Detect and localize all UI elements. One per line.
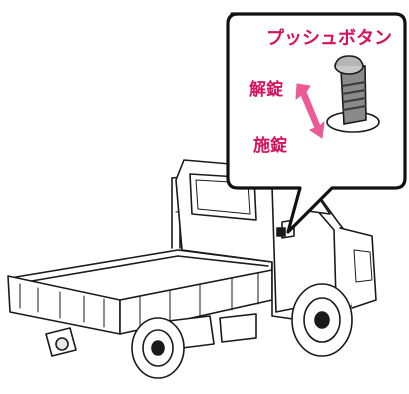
truck-illustration xyxy=(7,159,377,379)
push-button-icon xyxy=(326,55,380,133)
unlock-label: 解錠 xyxy=(249,79,283,100)
push-button-label: プッシュボタン xyxy=(266,27,392,49)
lock-label: 施錠 xyxy=(253,135,287,156)
lock-unlock-arrow-icon xyxy=(295,83,325,139)
